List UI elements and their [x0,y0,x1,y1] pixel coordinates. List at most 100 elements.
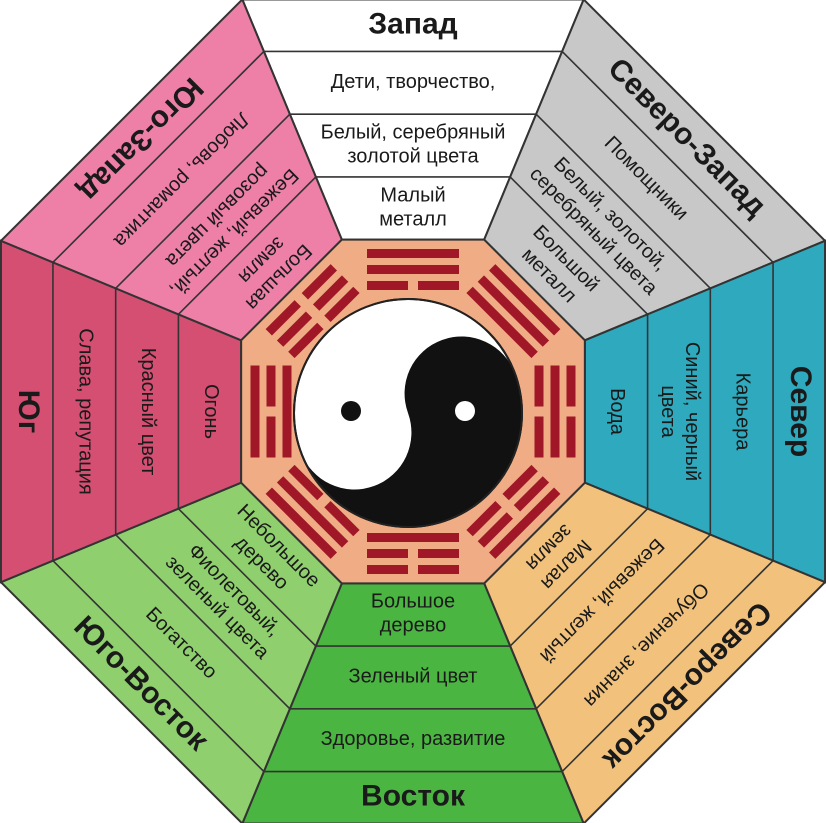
trigram-north [534,365,576,458]
sector-east-row-2: Зеленый цвет [349,666,478,688]
sector-south-row-1: Слава, репутация [74,328,96,494]
sector-north-row-2-line: Синий, черный [681,342,703,481]
sector-band-divider [509,176,649,315]
sector-title-west-line: Запад [368,7,457,40]
sector-north-row-3-line: Вода [606,388,628,436]
yin-yang-outline [293,298,523,528]
trigram-broken-line [266,416,276,458]
sector-title-north: Север [784,366,817,457]
trigram-broken-line [466,500,502,537]
sector-south-row-2-line: Красный цвет [137,348,159,476]
yin-yang-dark-dot [341,401,361,421]
sector-title-east: Восток [361,780,466,813]
sector-north-row-1: Карьера [731,373,753,452]
trigram-northwest [466,264,561,359]
trigram-east [367,533,459,574]
sector-east-row-2-line: Зеленый цвет [349,666,478,688]
sector-north: Север Карьера Синий, черныйцвета Вода [583,239,826,584]
trigram-southeast [265,464,360,559]
sector-band-divider [115,534,291,710]
trigram-broken-line [324,500,360,537]
sector-north-row-2: Синий, черныйцвета [657,342,703,481]
sector-east-row-1-line: Здоровье, развитие [321,728,506,750]
trigram-solid-line [265,487,338,559]
sector-band-divider [561,560,774,773]
trigram-broken-line [367,281,408,290]
sector-title-south: Юг [12,390,45,433]
trigram-broken-line [418,549,459,558]
trigram-broken-line [367,549,408,558]
trigram-broken-line [477,512,514,548]
sector-west-row-3-line: Малый [380,185,445,207]
sector-north-row-1-line: Карьера [731,373,753,452]
sector-south-row-1-line: Слава, репутация [74,328,96,494]
sector-east: Восток Здоровье, развитие Зеленый цвет Боль… [241,582,585,823]
trigram-broken-line [324,286,360,323]
trigram-solid-line [477,275,550,347]
trigram-broken-line [418,281,459,290]
trigram-broken-line [367,565,408,574]
sector-band-divider [535,113,711,289]
center-hub [240,238,586,585]
sector-west-row-1-line: Дети, творчество, [331,71,496,93]
trigram-solid-line [282,365,292,458]
sector-east-row-3-line: дерево [380,615,447,637]
trigram-broken-line [301,264,338,300]
trigram-broken-line [312,275,349,311]
yin-yang-symbol [293,298,523,528]
trigram-broken-line [265,300,301,336]
sector-band-divider [177,508,317,647]
sector-band-divider [509,508,649,647]
trigram-solid-line [276,476,349,548]
sector-west-row-2-line: золотой цвета [347,146,479,168]
sector-north-row-2-line: цвета [657,385,679,438]
sector-title-east-line: Восток [361,780,466,813]
trigram-solid-line [250,365,260,458]
sector-title-west: Запад [368,7,457,40]
sector-west-row-3-line: металл [379,209,447,231]
trigram-broken-line [276,311,313,347]
trigram-solid-line [550,365,560,458]
sector-band-divider [115,113,291,289]
trigram-broken-line [513,476,550,512]
trigram-broken-line [534,365,544,407]
trigram-northeast [466,464,561,559]
sector-east-row-3-line: Большое [371,591,455,613]
trigram-broken-line [288,322,324,359]
trigram-broken-line [566,365,576,407]
sector-band-divider [535,534,711,710]
trigram-southwest [265,264,360,359]
sector-west-row-2-line: Белый, серебряный [321,122,506,144]
sector-south-row-2: Красный цвет [137,348,159,476]
trigram-broken-line [566,416,576,458]
trigram-broken-line [534,416,544,458]
sector-south-row-3-line: Огонь [200,384,222,439]
sector-north-row-3: Вода [606,388,628,436]
trigram-broken-line [288,464,324,501]
sector-west-row-1: Дети, творчество, [331,71,496,93]
sector-title-north-line: Север [784,366,817,457]
sector-south-row-3: Огонь [200,384,222,439]
trigram-solid-line [367,533,459,542]
sector-south: Юг Слава, репутация Красный цвет Огонь [0,239,243,584]
sector-band-divider [177,176,317,315]
sector-title-south-line: Юг [12,390,45,433]
trigram-solid-line [367,249,459,258]
trigram-solid-line [466,286,538,359]
yin-yang-yin [300,336,522,527]
trigram-broken-line [502,464,538,501]
trigram-west [367,249,459,290]
sector-east-row-1: Здоровье, развитие [321,728,506,750]
trigram-broken-line [418,565,459,574]
trigram-solid-line [488,487,561,559]
sector-band-divider [52,560,265,773]
trigram-broken-line [266,365,276,407]
trigram-south [250,365,292,458]
yin-yang-light-dot [455,401,475,421]
